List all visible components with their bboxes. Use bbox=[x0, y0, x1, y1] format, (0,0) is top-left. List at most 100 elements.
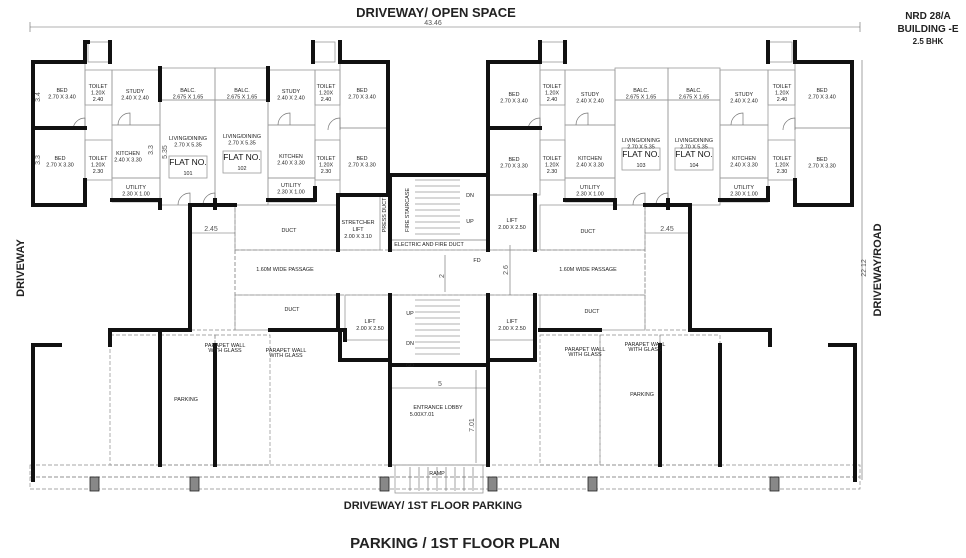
core-wall bbox=[188, 173, 692, 332]
dimension-label: 5 bbox=[438, 381, 442, 388]
left-side-label: DRIVEWAY bbox=[15, 239, 27, 297]
toilet-name: TOILET bbox=[317, 156, 336, 162]
driveway-band bbox=[29, 476, 861, 490]
unit-type: 2.5 BHK bbox=[913, 37, 944, 46]
toilet-size: 2.30 bbox=[93, 169, 104, 175]
duct-label: DUCT bbox=[585, 309, 601, 315]
toilet-size: 1.20X bbox=[545, 91, 559, 97]
project-code: NRD 28/A bbox=[905, 11, 951, 22]
study-size: 2.40 X 2.40 bbox=[576, 99, 604, 105]
column bbox=[769, 476, 780, 492]
bed-size: 2.70 X 3.30 bbox=[808, 164, 836, 170]
balc-size: 2.675 X 1.65 bbox=[626, 95, 657, 101]
stair-down-label: DN bbox=[406, 341, 414, 347]
bed-name: BED bbox=[508, 157, 519, 163]
flat-number-box bbox=[222, 150, 262, 174]
column bbox=[587, 476, 598, 492]
balc-name: BALC. bbox=[633, 88, 649, 94]
flat-number-label: FLAT NO. bbox=[675, 149, 712, 159]
passage-label: 1.60M WIDE PASSAGE bbox=[256, 267, 314, 273]
door-swing bbox=[177, 192, 191, 206]
parking-wall bbox=[488, 328, 857, 482]
balc-name: BALC. bbox=[180, 88, 196, 94]
flat-number-box bbox=[621, 147, 661, 171]
exterior-wall bbox=[563, 40, 854, 210]
living-size: 2.70 X 5.35 bbox=[174, 143, 202, 149]
bed-name: BED bbox=[356, 156, 367, 162]
utility-size: 2.30 X 1.00 bbox=[576, 192, 604, 198]
bed-size: 2.70 X 3.30 bbox=[46, 163, 74, 169]
parapet-label: WITH GLASS bbox=[568, 352, 602, 358]
toilet-size: 2.40 bbox=[93, 97, 104, 103]
living-name: LIVING/DINING bbox=[675, 138, 713, 144]
room-outline bbox=[539, 41, 566, 63]
exterior-wall bbox=[31, 40, 112, 207]
lift-name: LIFT bbox=[364, 319, 376, 325]
study-name: STUDY bbox=[282, 89, 301, 95]
exterior-wall bbox=[266, 40, 390, 202]
toilet-name: TOILET bbox=[773, 84, 792, 90]
bed-name: BED bbox=[816, 88, 827, 94]
right-side-label: DRIVEWAY/ROAD bbox=[872, 223, 884, 316]
flat-number: 101 bbox=[184, 171, 193, 177]
parapet-label: PARAPET WALL bbox=[565, 347, 606, 353]
room-outline bbox=[487, 294, 536, 341]
room-outline bbox=[767, 41, 793, 63]
parking-bay-outline bbox=[109, 334, 161, 466]
utility-size: 2.30 X 1.00 bbox=[277, 190, 305, 196]
lift-size: 2.00 X 2.50 bbox=[498, 225, 526, 231]
stair-up-label: UP bbox=[466, 219, 474, 225]
column bbox=[189, 476, 200, 492]
dimension-label: 3.3 bbox=[35, 155, 42, 165]
overall-depth-label: 22.12 bbox=[861, 259, 868, 277]
living-name: LIVING/DINING bbox=[622, 138, 660, 144]
flat-number-box bbox=[168, 155, 208, 179]
kitchen-size: 2.40 X 3.30 bbox=[277, 161, 305, 167]
flat-number: 102 bbox=[238, 166, 247, 172]
bed-size: 2.70 X 3.40 bbox=[808, 95, 836, 101]
kitchen-size: 2.40 X 3.30 bbox=[576, 163, 604, 169]
living-size: 2.70 X 5.35 bbox=[680, 145, 708, 151]
bed-size: 2.70 X 3.40 bbox=[48, 95, 76, 101]
door-swing bbox=[575, 112, 589, 126]
bed-size: 2.70 X 3.30 bbox=[500, 164, 528, 170]
stretcher-lift-name: LIFT bbox=[352, 227, 364, 233]
dimension-label: 3.4 bbox=[35, 92, 42, 102]
flat-number: 104 bbox=[690, 163, 699, 169]
study-size: 2.40 X 2.40 bbox=[121, 96, 149, 102]
kitchen-size: 2.40 X 3.30 bbox=[114, 158, 142, 164]
room-outline bbox=[539, 204, 646, 251]
toilet-size: 2.40 bbox=[547, 97, 558, 103]
door-swing bbox=[117, 112, 131, 126]
parking-bay-outline bbox=[599, 334, 661, 466]
flat-number-label: FLAT NO. bbox=[622, 149, 659, 159]
balc-size: 2.675 X 1.65 bbox=[173, 95, 204, 101]
parking-wall bbox=[31, 328, 392, 482]
dimension-label: 5.35 bbox=[162, 145, 169, 159]
toilet-size: 2.30 bbox=[547, 169, 558, 175]
utility-size: 2.30 X 1.00 bbox=[730, 192, 758, 198]
study-name: STUDY bbox=[581, 92, 600, 98]
parking-column-wall bbox=[158, 328, 722, 467]
toilet-size: 1.20X bbox=[91, 91, 105, 97]
room-outline bbox=[719, 124, 769, 179]
toilet-size: 1.20X bbox=[319, 91, 333, 97]
toilet-size: 1.20X bbox=[775, 91, 789, 97]
stair-down-label: DN bbox=[466, 193, 474, 199]
parapet-label: PARAPET WALL bbox=[625, 342, 666, 348]
study-size: 2.40 X 2.40 bbox=[730, 99, 758, 105]
kitchen-size: 2.40 X 3.30 bbox=[730, 163, 758, 169]
bed-name: BED bbox=[508, 92, 519, 98]
dimension-label: 2 bbox=[439, 274, 446, 278]
balc-size: 2.675 X 1.65 bbox=[227, 95, 258, 101]
lift-size: 2.00 X 2.50 bbox=[498, 326, 526, 332]
ramp-outline bbox=[394, 464, 484, 494]
walls bbox=[31, 40, 857, 492]
utility-name: UTILITY bbox=[126, 185, 146, 191]
stair-up-label: UP bbox=[406, 311, 414, 317]
driveway-band bbox=[29, 464, 861, 478]
kitchen-name: KITCHEN bbox=[732, 156, 756, 162]
parking-bay-outline bbox=[214, 334, 271, 466]
parking-label: PARKING bbox=[630, 392, 654, 398]
